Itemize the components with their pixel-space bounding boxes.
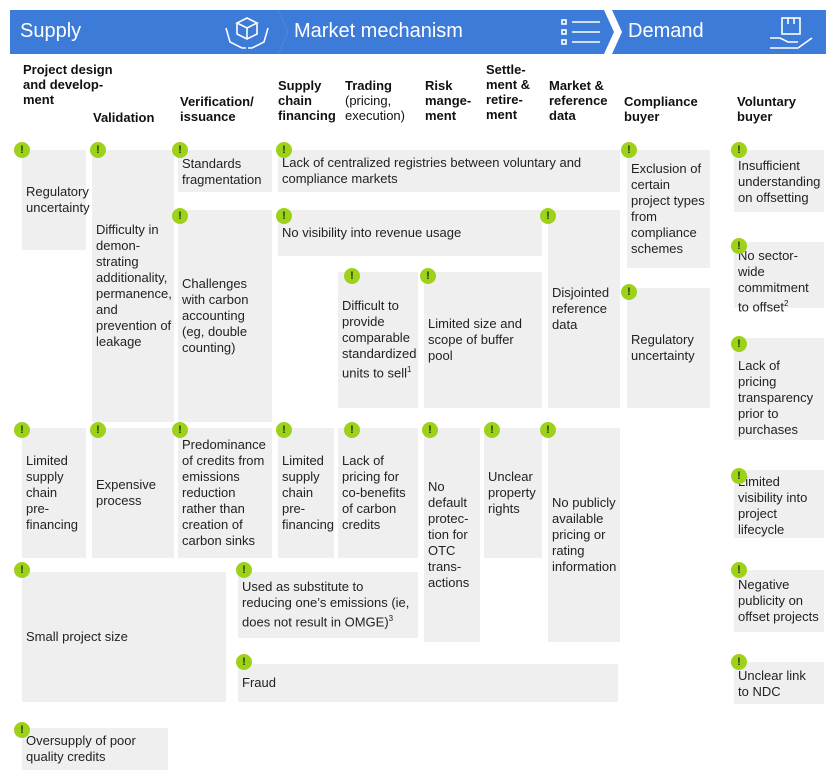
col-compliance: Compliance buyer [624,94,698,124]
supply-banner: Supply [10,10,288,54]
col-trading-label: Trading [345,78,392,93]
exclamation-icon: ! [172,208,188,224]
exclamation-icon: ! [621,142,637,158]
col-trading: Trading (pricing, execution) [345,78,419,123]
exclamation-icon: ! [540,422,556,438]
exclamation-icon: ! [422,422,438,438]
col-project-design: Project design and develop-ment [23,62,113,107]
col-market-ref: Market & reference data [549,78,608,123]
exclamation-icon: ! [540,208,556,224]
exclamation-icon: ! [14,422,30,438]
exclamation-icon: ! [276,208,292,224]
issue-fraud: Fraud [238,664,618,702]
col-settlement: Settle-ment & retire-ment [486,62,531,122]
demand-banner: Demand [612,10,826,54]
exclamation-icon: ! [14,142,30,158]
issue-no-visibility-revenue: No visibility into revenue usage [278,210,542,256]
issue-insufficient: Insufficient understanding on offsetting [734,150,824,212]
issue-difficulty: Difficulty in demon-strating additionali… [92,150,174,422]
issue-comp-reg: Regulatory uncertainty [627,288,710,408]
market-title: Market mechanism [294,20,463,42]
market-banner-shape [278,10,614,54]
col-supply-chain: Supply chain financing [278,78,336,123]
exclamation-icon: ! [731,654,747,670]
issue-expensive: Expensive process [92,428,174,558]
exclamation-icon: ! [344,268,360,284]
exclamation-icon: ! [731,238,747,254]
exclamation-icon: ! [621,284,637,300]
issue-co-benefits: Lack of pricing for co-benefits of carbo… [338,428,418,558]
col-validation: Validation [93,110,155,125]
exclamation-icon: ! [276,422,292,438]
demand-title: Demand [628,20,704,42]
issue-buffer: Limited size and scope of buffer pool [424,272,542,408]
col-risk: Risk mange-ment [425,78,472,123]
exclamation-icon: ! [236,562,252,578]
supply-title: Supply [20,20,82,42]
col-voluntary: Voluntary buyer [737,94,796,124]
exclamation-icon: ! [14,562,30,578]
col-trading-sub: (pricing, execution) [345,93,405,123]
issue-registries: Lack of centralized registries between v… [278,150,620,192]
issue-no-default: No default protec-tion for OTC trans-act… [424,428,480,642]
issue-disjointed: Disjointed reference data [548,210,620,408]
issue-standards: Standards fragmentation [178,150,272,192]
exclamation-icon: ! [420,268,436,284]
col-verification: Verification/ issuance [180,94,254,124]
exclamation-icon: ! [276,142,292,158]
exclamation-icon: ! [731,468,747,484]
issue-no-public-pricing: No publicly available pricing or rating … [548,428,620,642]
issue-no-sector: No sector-wide commitment to offset2 [734,242,824,314]
exclamation-icon: ! [344,422,360,438]
issue-unclear-property: Unclear property rights [484,428,542,558]
issue-negative-publicity: Negative publicity on offset projects [734,570,824,632]
exclamation-icon: ! [484,422,500,438]
issue-lifecycle: Limited visibility into project lifecycl… [734,470,824,538]
exclamation-icon: ! [172,422,188,438]
exclamation-icon: ! [731,336,747,352]
exclamation-icon: ! [731,142,747,158]
supply-banner-shape [10,10,288,54]
exclamation-icon: ! [172,142,188,158]
exclamation-icon: ! [14,722,30,738]
market-banner: Market mechanism [278,10,614,54]
demand-banner-shape [612,10,826,54]
issue-ndc: Unclear link to NDC [734,662,824,704]
issue-limited-prefin-1: Limited supply chain pre-financing [22,428,86,558]
issue-pricing-transparency: Lack of pricing transparency prior to pu… [734,338,824,440]
exclamation-icon: ! [731,562,747,578]
issue-limited-prefin-2: Limited supply chain pre-financing [278,428,334,558]
issue-exclusion: Exclusion of certain project types from … [627,150,710,268]
issue-comparable: Difficult to provide comparable standard… [338,272,418,408]
exclamation-icon: ! [236,654,252,670]
exclamation-icon: ! [90,142,106,158]
issue-predominance: Predominance of credits from emissions r… [178,428,272,558]
issue-oversupply: Oversupply of poor quality credits [22,728,168,770]
issue-substitute: Used as substitute to reducing one’s emi… [238,572,418,638]
issue-challenges: Challenges with carbon accounting (eg, d… [178,210,272,422]
exclamation-icon: ! [90,422,106,438]
issue-reg-uncertainty: Regulatory uncertainty [22,150,90,250]
issue-small-project: Small project size [22,572,226,702]
